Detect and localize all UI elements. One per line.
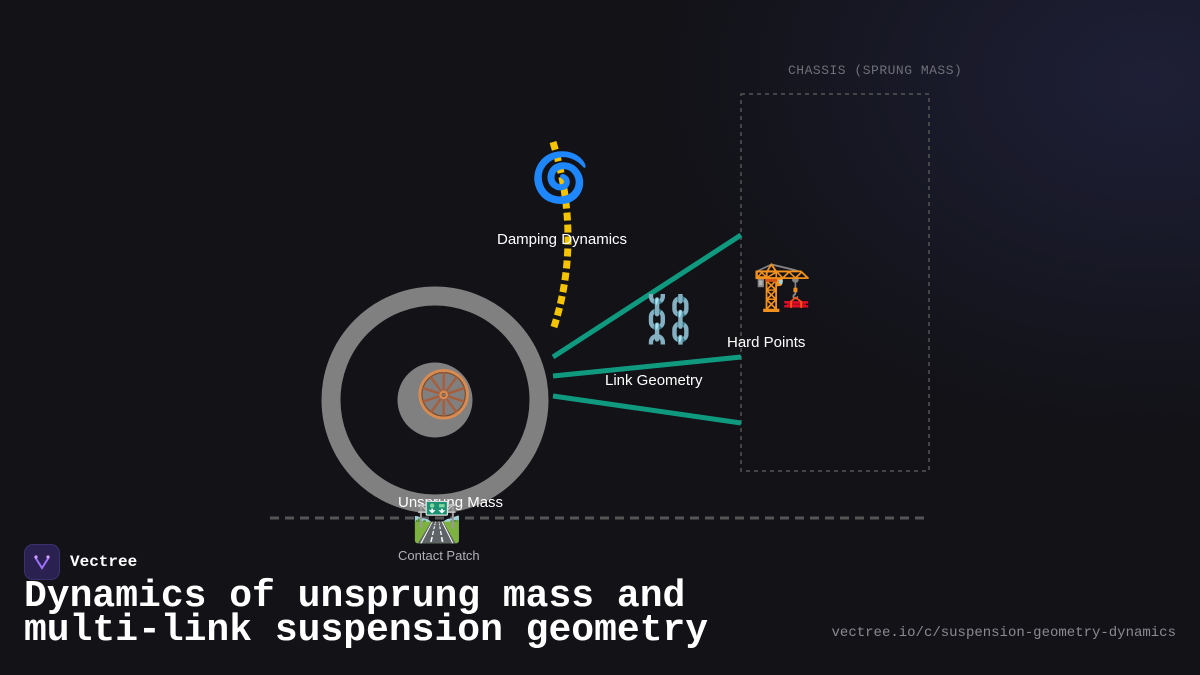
contact-patch-label: Contact Patch	[398, 548, 480, 563]
vectree-logo-icon	[24, 544, 60, 580]
wheel-tire	[321, 286, 549, 514]
wheel-icon: 🛞	[415, 367, 473, 421]
link-geometry-label: Link Geometry	[605, 372, 703, 389]
lower-link	[552, 393, 742, 426]
middle-link	[552, 354, 742, 379]
hard-points-label: Hard Points	[727, 334, 806, 351]
damper-spring	[549, 140, 572, 332]
brand[interactable]: Vectree	[24, 544, 137, 580]
damping-dynamics-label: Damping Dynamics	[497, 231, 628, 248]
construction-crane-icon: 🏗️	[752, 258, 812, 314]
chassis-label: CHASSIS (SPRUNG MASS)	[788, 63, 963, 78]
wheel-hub	[397, 362, 473, 438]
cyclone-icon: 🌀	[530, 150, 590, 206]
chassis-box	[740, 93, 930, 472]
page-url[interactable]: vectree.io/c/suspension-geometry-dynamic…	[831, 625, 1176, 641]
chain-icon: ⛓️	[640, 292, 698, 346]
page-title: Dynamics of unsprung mass and multi-link…	[24, 575, 709, 652]
unsprung-mass-label: Unsprung Mass	[398, 494, 504, 511]
upper-link	[551, 232, 743, 360]
brand-name: Vectree	[70, 553, 138, 571]
road-icon: 🛣️	[412, 499, 462, 545]
